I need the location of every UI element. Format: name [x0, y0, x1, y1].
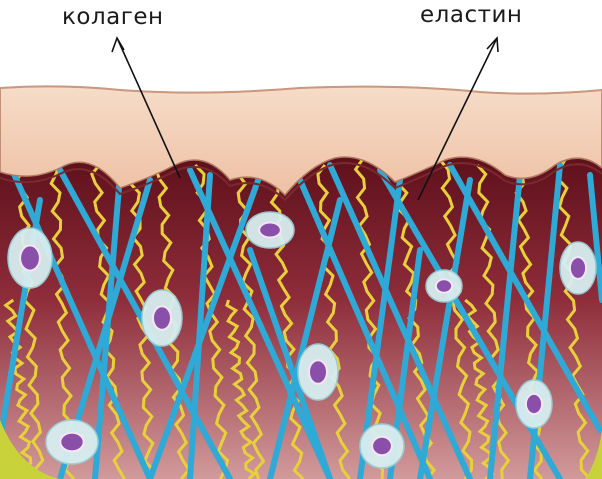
- collagen-label: колаген: [62, 4, 164, 30]
- fibroblast-cell-icon: [516, 380, 552, 428]
- fibroblast-cell-icon: [560, 242, 596, 294]
- elastin-label: еластин: [420, 2, 522, 28]
- fibroblast-cell-icon: [360, 424, 404, 468]
- fibroblast-cell-icon: [8, 228, 52, 288]
- fibroblast-cell-icon: [246, 212, 294, 248]
- fibroblast-cell-icon: [46, 420, 98, 464]
- fibroblast-cell-icon: [298, 344, 338, 400]
- fibroblast-cell-icon: [142, 290, 182, 346]
- fibroblast-cell-icon: [426, 270, 462, 302]
